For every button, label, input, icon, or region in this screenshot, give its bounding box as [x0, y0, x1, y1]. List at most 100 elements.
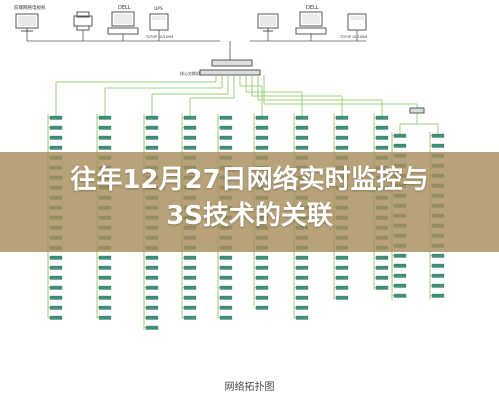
access-node: [255, 115, 269, 120]
access-node: [375, 275, 389, 280]
access-node: [49, 295, 63, 300]
access-node: [145, 315, 159, 320]
access-node: [183, 285, 197, 290]
access-node: [393, 293, 407, 298]
access-node: [335, 295, 349, 300]
access-node: [49, 145, 63, 150]
access-node: [219, 295, 233, 300]
link-label-right: TCP/IP 10/100M: [339, 35, 367, 39]
access-node: [431, 273, 445, 278]
access-node: [393, 253, 407, 258]
access-node: [49, 305, 63, 310]
access-node: [295, 285, 309, 290]
access-node: [335, 125, 349, 130]
access-node: [98, 115, 112, 120]
page-title-line-2: 3S技术的关联: [166, 201, 333, 231]
access-node: [375, 285, 389, 290]
access-node: [183, 115, 197, 120]
access-node: [393, 283, 407, 288]
access-node: [98, 305, 112, 310]
access-node: [98, 125, 112, 130]
access-node: [145, 255, 159, 260]
access-node: [431, 133, 445, 138]
access-node: [255, 255, 269, 260]
access-node: [183, 135, 197, 140]
access-node: [145, 275, 159, 280]
server-icon-left: [107, 11, 139, 35]
access-node: [145, 115, 159, 120]
figure-caption: 网络拓扑图: [224, 382, 275, 393]
access-node: [98, 275, 112, 280]
access-node: [183, 265, 197, 270]
access-node: [49, 125, 63, 130]
access-node: [145, 135, 159, 140]
access-node: [295, 315, 309, 320]
access-node: [431, 293, 445, 298]
access-node: [255, 305, 269, 310]
access-node: [49, 315, 63, 320]
printer-icon: [73, 11, 93, 31]
access-node: [295, 275, 309, 280]
access-node: [335, 275, 349, 280]
access-node: [295, 305, 309, 310]
access-node: [145, 295, 159, 300]
server-icon-right: [295, 11, 327, 35]
access-node: [375, 265, 389, 270]
access-node: [255, 265, 269, 270]
top-bus-lines: [26, 30, 366, 62]
access-node: [335, 265, 349, 270]
access-node: [183, 255, 197, 260]
access-node: [183, 275, 197, 280]
access-node: [49, 285, 63, 290]
access-node: [219, 265, 233, 270]
access-node: [219, 115, 233, 120]
access-node: [375, 145, 389, 150]
monitor-icon: [15, 13, 39, 32]
access-node: [49, 115, 63, 120]
access-node: [98, 265, 112, 270]
access-node: [431, 263, 445, 268]
access-node: [431, 283, 445, 288]
access-node: [98, 255, 112, 260]
access-node: [393, 263, 407, 268]
access-node: [431, 253, 445, 258]
access-node: [219, 125, 233, 130]
monitor-icon-right: [257, 13, 279, 32]
top-left-device-label: 前端网络电视机: [14, 4, 46, 11]
ups-label: UPS: [154, 6, 163, 12]
access-node: [255, 145, 269, 150]
access-node: [335, 255, 349, 260]
access-node: [98, 135, 112, 140]
access-node: [393, 133, 407, 138]
access-node: [145, 325, 159, 330]
access-node: [375, 255, 389, 260]
side-switch: [409, 107, 425, 114]
access-node: [219, 255, 233, 260]
title-banner: [0, 152, 499, 252]
access-node: [335, 135, 349, 140]
access-node: [375, 125, 389, 130]
ups-icon: [149, 13, 169, 31]
access-node: [98, 315, 112, 320]
access-node: [219, 305, 233, 310]
access-node: [255, 275, 269, 280]
access-node: [183, 295, 197, 300]
core-switch-label: 核心交换机: [180, 70, 200, 76]
access-node: [295, 115, 309, 120]
access-node: [145, 285, 159, 290]
access-node: [145, 305, 159, 310]
access-node: [219, 315, 233, 320]
access-node: [219, 135, 233, 140]
access-node: [335, 285, 349, 290]
access-node: [393, 273, 407, 278]
access-node: [145, 145, 159, 150]
access-node: [219, 275, 233, 280]
access-node: [49, 275, 63, 280]
access-node: [49, 265, 63, 270]
access-node: [375, 135, 389, 140]
access-node: [145, 265, 159, 270]
server-left-label: DELL: [118, 5, 131, 11]
access-node: [98, 145, 112, 150]
access-node: [183, 305, 197, 310]
